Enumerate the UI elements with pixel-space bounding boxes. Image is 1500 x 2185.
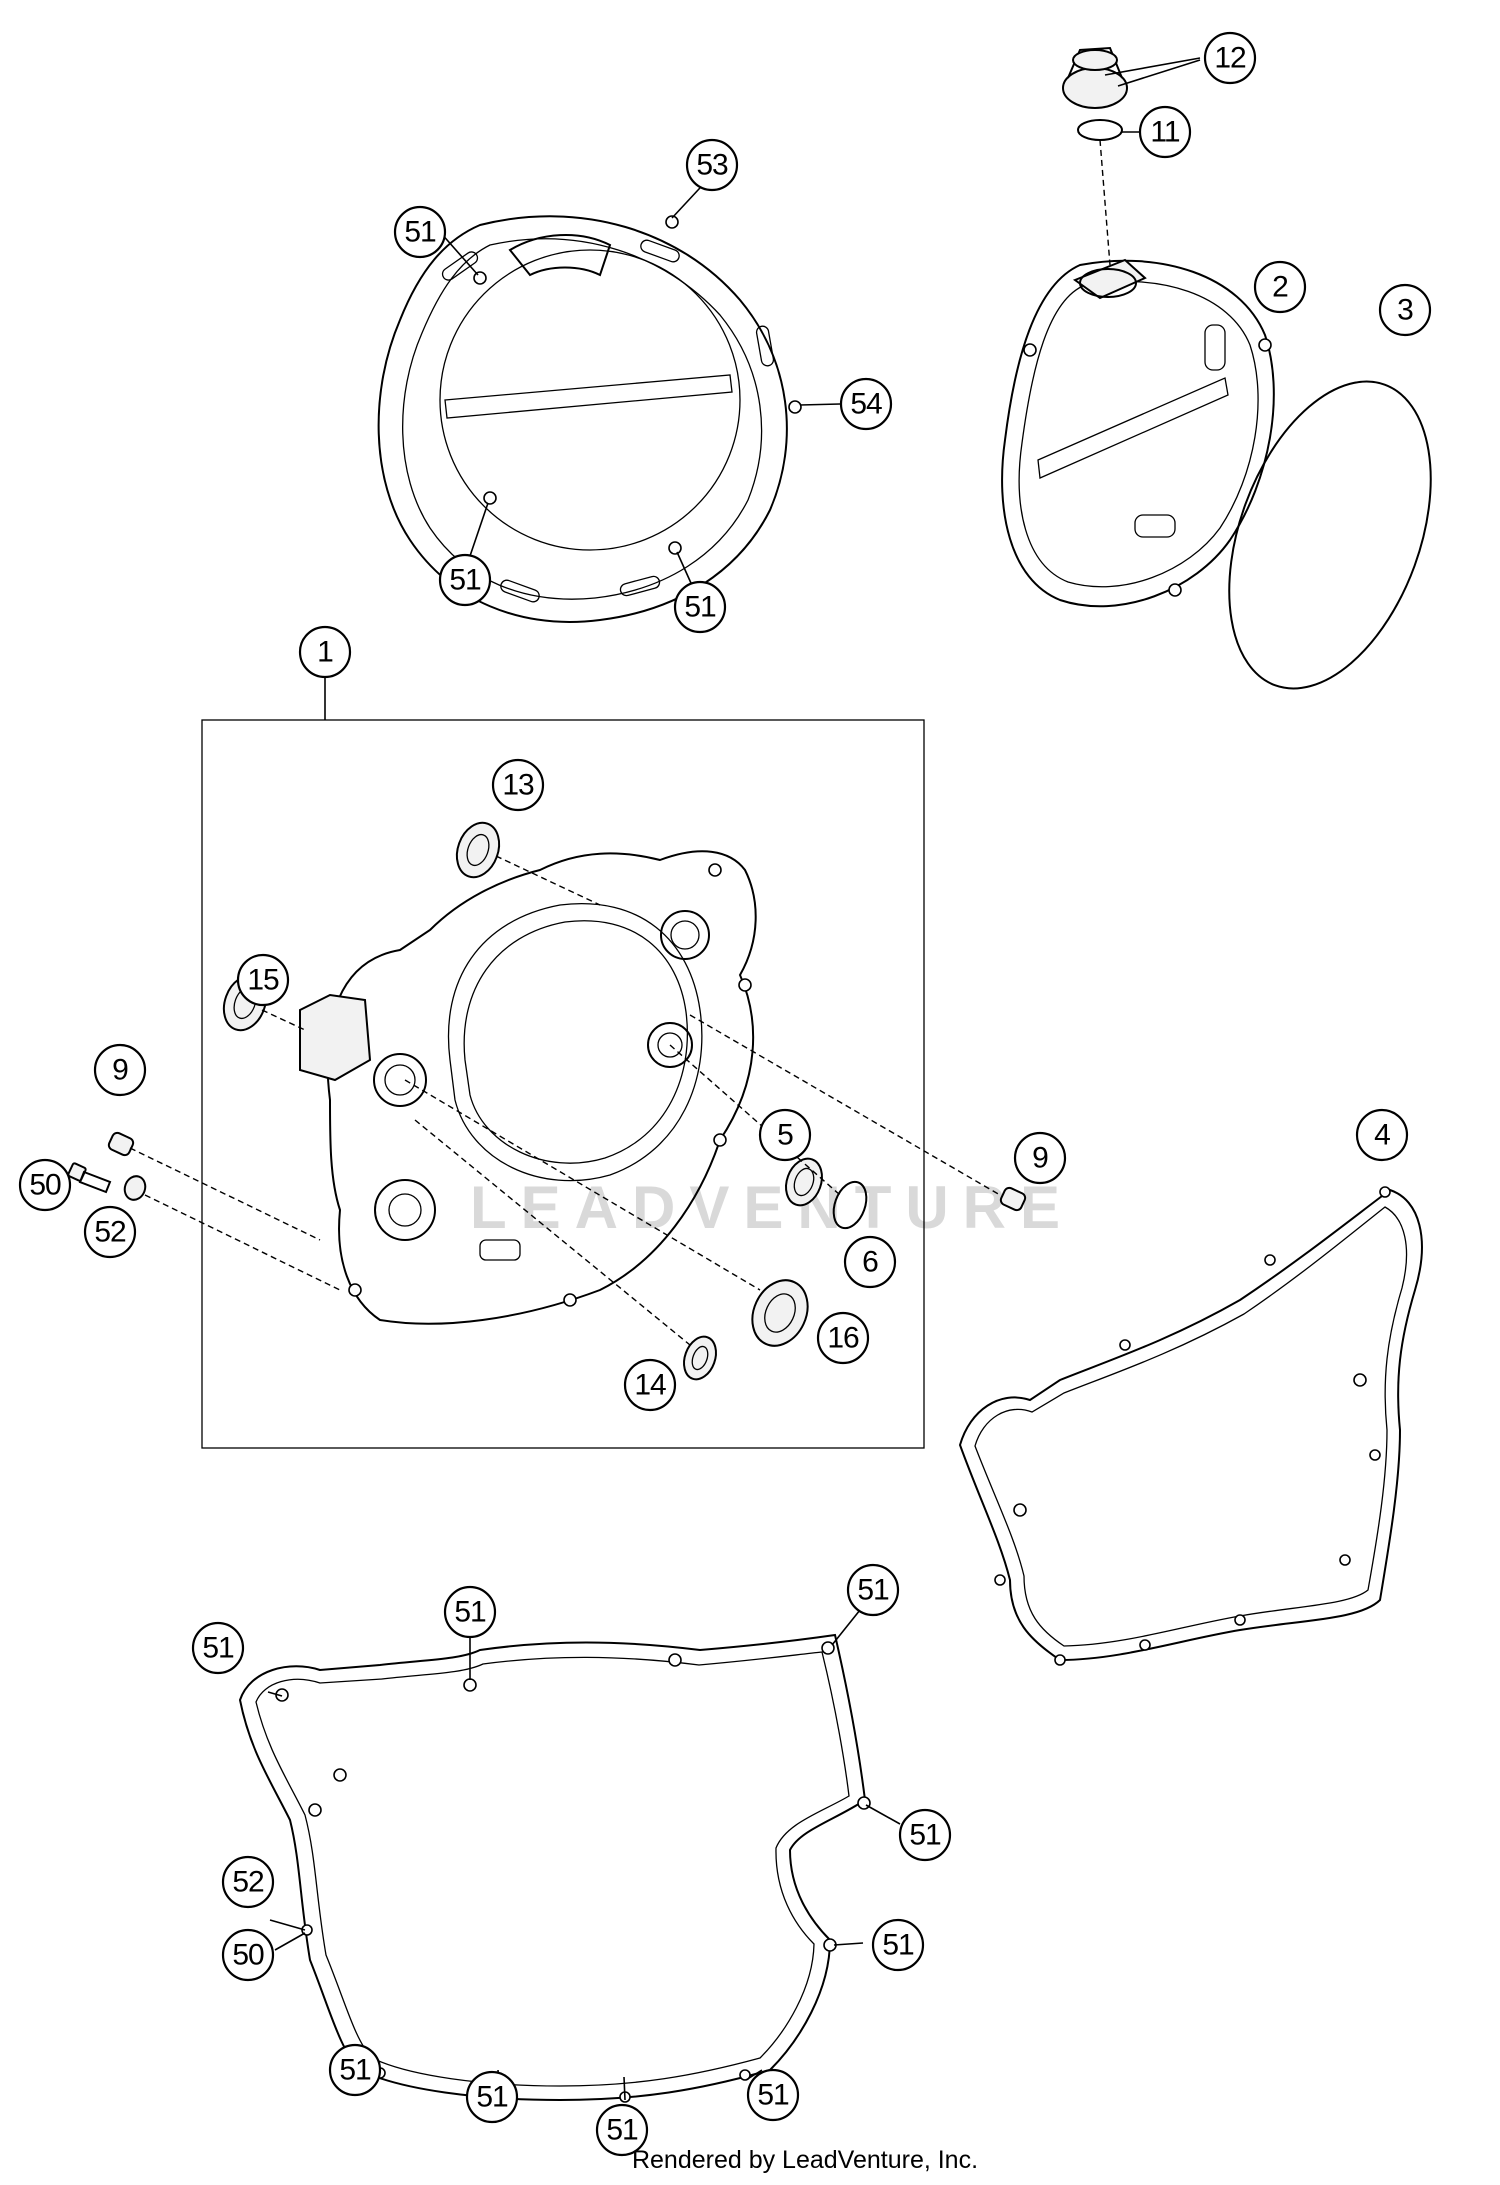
watermark-text: LEADVENTURE [470,1174,1074,1241]
svg-text:15: 15 [247,964,279,997]
callout-54: 54 [839,377,893,431]
callout-52-gasket: 52 [221,1855,275,1909]
callout-13: 13 [491,758,545,812]
kit-frame [201,719,925,1449]
callout-3: 3 [1378,283,1432,337]
callout-52-left: 52 [83,1205,137,1259]
callout-51-gasket-top-left: 51 [191,1621,245,1675]
gasket-bottom [238,1633,871,2103]
callout-51-cover-left: 51 [438,553,492,607]
callout-9-right: 9 [1013,1131,1067,1185]
callout-50-left: 50 [18,1158,72,1212]
svg-text:52: 52 [232,1866,264,1899]
svg-text:51: 51 [606,2114,638,2147]
svg-text:51: 51 [404,216,436,249]
callout-51-gasket-top-right: 51 [846,1563,900,1617]
washer-6 [832,1180,868,1230]
callout-16: 16 [816,1311,870,1365]
dowel-sleeve-9-left [107,1131,135,1157]
svg-text:6: 6 [862,1246,878,1279]
callout-2: 2 [1253,260,1307,314]
svg-text:51: 51 [757,2079,789,2112]
bearing-16 [751,1279,809,1347]
svg-text:14: 14 [634,1369,666,1402]
svg-text:51: 51 [882,1929,914,1962]
svg-text:9: 9 [1032,1142,1048,1175]
inner-clutch-cover [1001,258,1275,608]
callout-5: 5 [758,1108,812,1162]
dowel-sleeve-9-right [999,1186,1027,1212]
callout-51-cover-top: 51 [393,205,447,259]
callout-51-gasket-top: 51 [443,1585,497,1639]
svg-text:51: 51 [684,591,716,624]
svg-text:9: 9 [112,1054,128,1087]
callout-51-gasket-bottom-1: 51 [328,2043,382,2097]
svg-text:51: 51 [339,2054,371,2087]
shaft-seal-13 [455,821,501,879]
callout-51-cover-bottom: 51 [673,580,727,634]
svg-text:1: 1 [317,636,333,669]
seal-14 [683,1335,717,1381]
svg-text:16: 16 [827,1322,859,1355]
svg-text:51: 51 [857,1574,889,1607]
svg-text:51: 51 [202,1632,234,1665]
callout-1: 1 [298,625,352,679]
callout-4: 4 [1355,1108,1409,1162]
clutch-cover-housing [299,850,757,1325]
svg-text:11: 11 [1150,116,1179,149]
svg-text:51: 51 [476,2081,508,2114]
callout-50-gasket: 50 [221,1928,275,1982]
outer-clutch-cover [377,215,802,623]
callout-51-gasket-right-2: 51 [871,1918,925,1972]
svg-text:2: 2 [1272,271,1288,304]
callout-11: 11 [1138,105,1192,159]
callout-9-left: 9 [93,1043,147,1097]
callout-51-gasket-right-1: 51 [898,1808,952,1862]
large-o-ring [1228,380,1432,690]
callout-15: 15 [236,953,290,1007]
washer-52-left [123,1175,147,1201]
svg-text:52: 52 [94,1216,126,1249]
callout-51-gasket-bottom-2: 51 [465,2070,519,2124]
svg-text:3: 3 [1397,294,1413,327]
callout-51-gasket-bottom-3: 51 [595,2103,649,2157]
callout-51-gasket-bottom-4: 51 [746,2068,800,2122]
svg-text:4: 4 [1374,1119,1390,1152]
oil-filler-plug [1062,46,1128,109]
svg-text:51: 51 [454,1596,486,1629]
screw-50-left [67,1162,112,1194]
svg-text:54: 54 [850,388,882,421]
callout-12: 12 [1203,31,1257,85]
callout-14: 14 [623,1358,677,1412]
svg-text:13: 13 [502,769,534,802]
svg-text:51: 51 [909,1819,941,1852]
svg-text:5: 5 [777,1119,793,1152]
svg-text:51: 51 [449,564,481,597]
svg-text:53: 53 [696,149,728,182]
svg-text:12: 12 [1214,42,1246,75]
filler-plug-o-ring [1077,119,1123,141]
callout-53: 53 [685,138,739,192]
footer-credit: Rendered by LeadVenture, Inc. [632,2146,978,2174]
callout-6: 6 [843,1235,897,1289]
gasket-4 [958,1186,1423,1666]
svg-text:50: 50 [29,1169,61,1202]
svg-text:50: 50 [232,1939,264,1972]
